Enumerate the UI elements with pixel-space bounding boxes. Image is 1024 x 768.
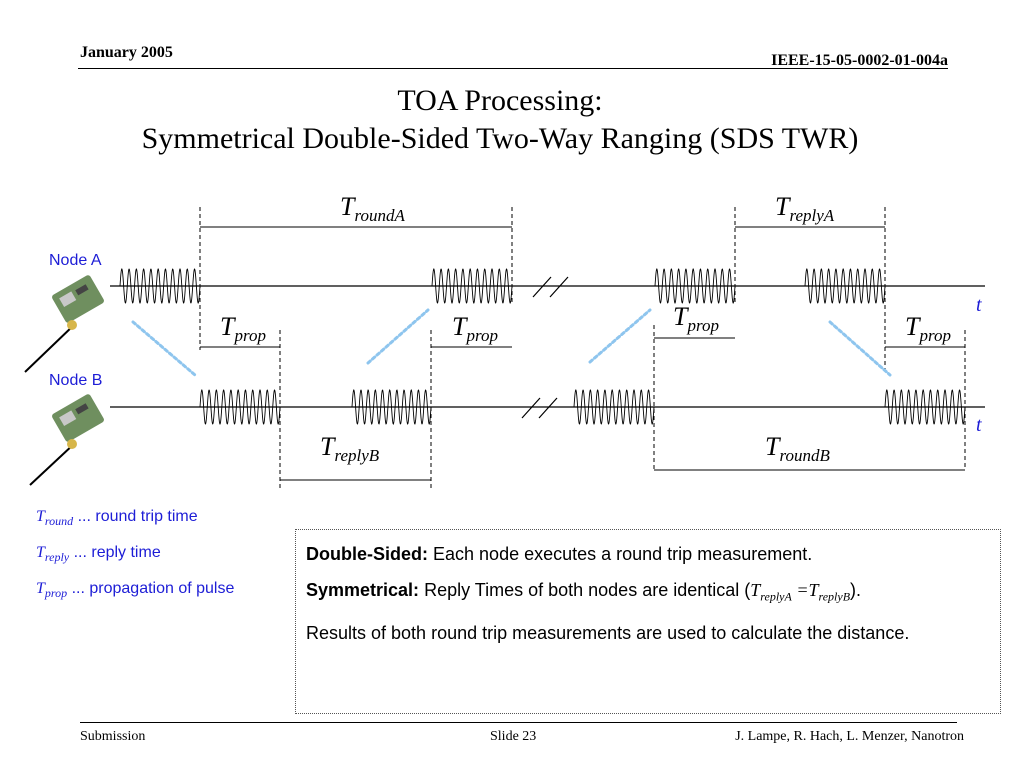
pulse-burst-3 — [654, 268, 736, 304]
pulse-burst-2 — [431, 268, 513, 304]
node-a-device-icon — [24, 275, 104, 373]
node-b-label: Node B — [49, 372, 103, 389]
pulse-burst-4 — [804, 268, 886, 304]
legend-prop: Tprop ... propagation of pulse — [36, 580, 235, 601]
prop-arrow-3 — [588, 308, 652, 364]
page-title: TOA Processing: Symmetrical Double-Sided… — [0, 82, 1000, 158]
span-lines — [200, 226, 965, 481]
header-date: January 2005 — [80, 44, 173, 61]
legend-round-symbol: Tround — [36, 508, 74, 529]
pulse-bursts — [119, 268, 966, 426]
dashed-markers — [199, 207, 966, 488]
legend-reply-symbol: Treply — [36, 544, 70, 565]
title-line-1: TOA Processing: — [397, 84, 603, 117]
pulse-burst-8 — [884, 389, 966, 425]
title-line-2: Symmetrical Double-Sided Two-Way Ranging… — [141, 122, 859, 155]
node-b-device-icon — [29, 394, 104, 486]
label-t-reply-a: TreplyA — [775, 192, 835, 225]
legend-round: Tround ... round trip time — [36, 508, 198, 529]
pulse-burst-1 — [119, 268, 201, 304]
label-t-prop-2: Tprop — [452, 312, 498, 345]
box-paragraph-results: Results of both round trip measurements … — [306, 622, 910, 643]
label-t-prop-4: Tprop — [905, 312, 951, 345]
footer-slide-number: Slide 23 — [490, 729, 537, 744]
prop-arrow-1 — [131, 320, 197, 377]
label-t-prop-3: Tprop — [673, 302, 719, 335]
explanation-box: Double-Sided: Each node executes a round… — [295, 529, 1001, 714]
label-t-round-b: TroundB — [765, 432, 830, 465]
footer-submission: Submission — [80, 729, 146, 744]
box-paragraph-symmetrical: Symmetrical: Reply Times of both nodes a… — [306, 580, 862, 604]
prop-arrows — [131, 308, 892, 377]
pulse-burst-5 — [199, 389, 281, 425]
footer-authors: J. Lampe, R. Hach, L. Menzer, Nanotron — [735, 729, 964, 744]
node-a-label: Node A — [49, 252, 102, 269]
timing-diagram — [24, 207, 985, 488]
label-t-reply-b: TreplyB — [320, 432, 380, 465]
prop-arrow-4 — [828, 320, 892, 377]
header-rule — [78, 68, 948, 69]
prop-arrow-2 — [366, 308, 430, 365]
footer-rule — [80, 722, 957, 723]
pulse-burst-7 — [573, 389, 655, 425]
axis-breaks — [521, 276, 569, 419]
box-paragraph-double-sided: Double-Sided: Each node executes a round… — [306, 544, 813, 564]
timelines — [110, 285, 985, 408]
pulse-burst-6 — [351, 388, 432, 426]
header-doc-id: IEEE-15-05-0002-01-004a — [771, 52, 948, 69]
time-axis-label-b: t — [976, 414, 982, 436]
legend-prop-symbol: Tprop — [36, 580, 68, 601]
label-t-prop-1: Tprop — [220, 312, 266, 345]
legend-reply: Treply ... reply time — [36, 544, 161, 565]
label-t-round-a: TroundA — [340, 192, 405, 225]
time-axis-label-a: t — [976, 294, 982, 316]
